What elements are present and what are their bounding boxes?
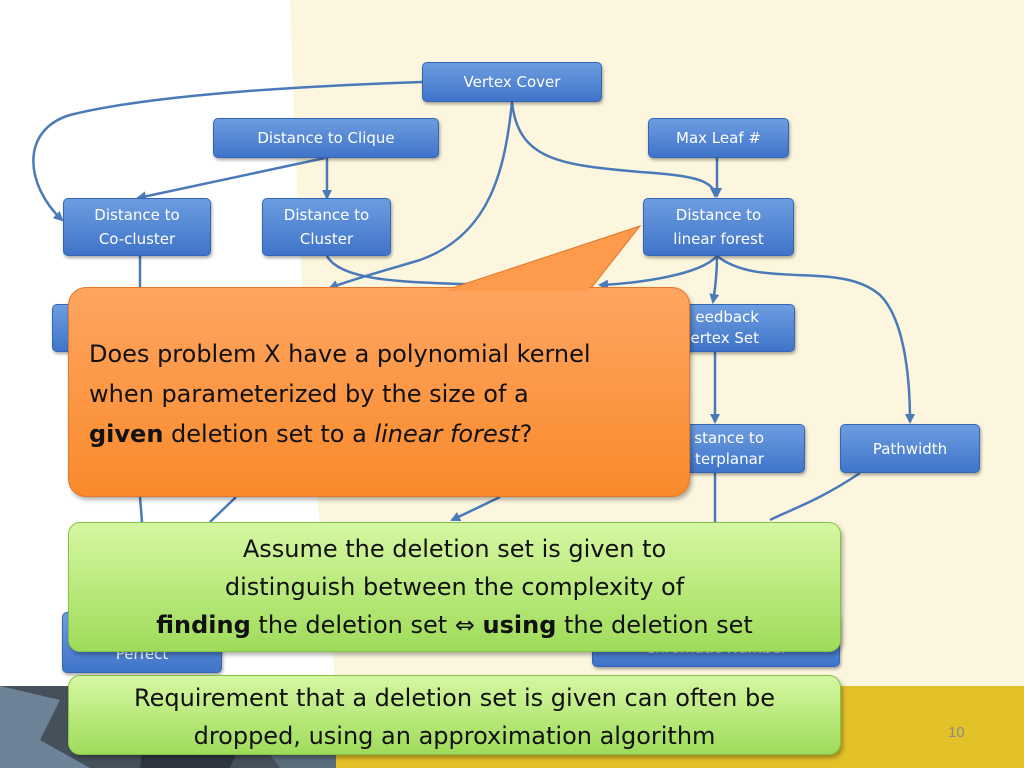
edge-lf-to-fvs bbox=[709, 255, 720, 304]
node-max-leaf: Max Leaf # bbox=[648, 118, 789, 158]
node-label-line1: Distance to bbox=[283, 206, 370, 224]
assume-box: Assume the deletion set is given to dist… bbox=[68, 522, 841, 652]
node-label-line1: Distance to bbox=[94, 206, 180, 224]
requirement-line-1: Requirement that a deletion set is given… bbox=[133, 684, 775, 712]
node-label: Pathwidth bbox=[872, 439, 948, 458]
node-distance-to-linear-forest: Distance to linear forest bbox=[643, 198, 794, 256]
edge-clique-to-cocluster bbox=[136, 156, 326, 202]
node-label-line2: Cluster bbox=[299, 230, 354, 248]
node-label-line2: Co-cluster bbox=[98, 230, 176, 248]
node-label-line1: stance to bbox=[694, 428, 764, 447]
node-vertex-cover: Vertex Cover bbox=[422, 62, 602, 102]
node-label-line1: Distance to bbox=[675, 206, 762, 224]
callout-line-1: Does problem X have a polynomial kernel bbox=[89, 340, 591, 368]
node-label-line2: terplanar bbox=[694, 449, 764, 468]
assume-bold-finding: finding bbox=[156, 611, 251, 639]
node-distance-to-cocluster: Distance to Co-cluster bbox=[63, 198, 211, 256]
assume-bold-using: using bbox=[482, 611, 557, 639]
edge-left-down bbox=[138, 496, 144, 523]
edge-left-diag bbox=[209, 496, 237, 523]
requirement-box: Requirement that a deletion set is given… bbox=[68, 675, 841, 755]
callout-text-end: ? bbox=[519, 420, 533, 448]
node-distance-to-clique: Distance to Clique bbox=[213, 118, 439, 158]
edge-vc-to-linear-forest bbox=[510, 101, 720, 198]
node-label: Vertex Cover bbox=[463, 73, 561, 91]
slide-number: 10 bbox=[948, 724, 965, 741]
edge-lf-right bbox=[598, 255, 718, 290]
callout-italic-linear-forest: linear forest bbox=[374, 420, 520, 448]
node-label-line2: ertex Set bbox=[690, 329, 759, 347]
assume-line-2: distinguish between the complexity of bbox=[224, 573, 685, 601]
node-label-line1: eedback bbox=[695, 308, 759, 326]
callout-line-2: when parameterized by the size of a bbox=[89, 380, 529, 408]
assume-text-end: the deletion set bbox=[556, 611, 753, 639]
callout-bold-given: given bbox=[89, 420, 164, 448]
callout-line-3: given deletion set to a linear forest? bbox=[89, 414, 669, 454]
node-label: Max Leaf # bbox=[676, 129, 761, 147]
question-callout: Does problem X have a polynomial kernel … bbox=[68, 287, 690, 497]
edge-pathwidth-to-lower bbox=[769, 471, 861, 522]
assume-line-1: Assume the deletion set is given to bbox=[242, 535, 667, 563]
edge-vc-down bbox=[328, 101, 514, 290]
node-pathwidth: Pathwidth bbox=[840, 424, 980, 473]
edge-lf-to-pathwidth bbox=[716, 255, 915, 424]
edge-vc-to-cocluster bbox=[32, 80, 423, 222]
node-label-line2: linear forest bbox=[673, 230, 764, 248]
callout-text-mid: deletion set to a bbox=[163, 420, 375, 448]
node-label: Distance to Clique bbox=[257, 129, 395, 147]
assume-text-mid: the deletion set ⇔ bbox=[250, 611, 483, 639]
node-distance-to-cluster: Distance to Cluster bbox=[262, 198, 391, 256]
assume-line-3: finding the deletion set ⇔ using the del… bbox=[69, 606, 840, 644]
requirement-line-2: dropped, using an approximation algorith… bbox=[193, 722, 716, 750]
edge-into-assume bbox=[450, 495, 501, 522]
